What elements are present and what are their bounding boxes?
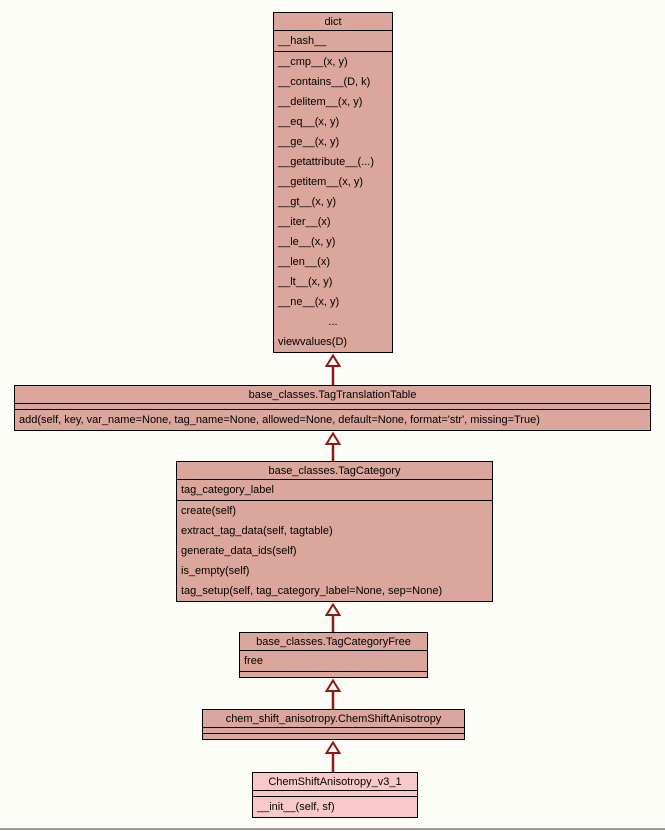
class-box-tag-category-free[interactable]: base_classes.TagCategoryFree free [239,632,428,678]
attribute-row: __hash__ [278,35,327,47]
method-row: __gt__(x, y) [278,196,337,208]
class-title: base_classes.TagCategory [177,462,492,480]
hollow-triangle-arrowhead [325,354,341,367]
class-box-tag-translation-table[interactable]: base_classes.TagTranslationTable add(sel… [14,385,651,431]
method-row: __cmp__(x, y) [278,56,348,68]
hollow-triangle-arrowhead [325,603,341,616]
inheritance-arrow [325,679,341,709]
method-row: add(self, key, var_name=None, tag_name=N… [19,414,540,426]
inheritance-arrow [325,354,341,385]
method-row: __init__(self, sf) [257,801,335,813]
attributes-compartment: free [240,651,427,672]
class-box-chem-shift-anisotropy[interactable]: chem_shift_anisotropy.ChemShiftAnisotrop… [202,709,465,740]
empty-attributes [253,791,417,796]
class-title: base_classes.TagTranslationTable [15,386,650,404]
ellipsis-row: ... [328,316,338,328]
inheritance-arrow [325,432,341,461]
method-row: __delitem__(x, y) [278,96,363,108]
attributes-compartment [253,791,417,797]
methods-compartment: create(self) extract_tag_data(self, tagt… [177,501,492,601]
method-row: tag_setup(self, tag_category_label=None,… [181,585,443,597]
attributes-compartment: __hash__ [274,31,392,52]
method-row: __ne__(x, y) [278,296,340,308]
hollow-triangle-arrowhead [325,741,341,754]
class-title: base_classes.TagCategoryFree [240,633,427,651]
method-row: __len__(x) [278,256,330,268]
class-box-chem-shift-anisotropy-v3-1[interactable]: ChemShiftAnisotropy_v3_1 __init__(self, … [252,772,418,818]
methods-compartment [203,734,464,739]
class-box-dict[interactable]: dict __hash__ __cmp__(x, y) __contains__… [273,12,393,353]
method-row: create(self) [181,505,237,517]
class-title: ChemShiftAnisotropy_v3_1 [253,773,417,791]
hollow-triangle-arrowhead [325,679,341,692]
empty-attributes [203,728,464,733]
methods-compartment: __cmp__(x, y) __contains__(D, k) __delit… [274,52,392,352]
inheritance-arrow [325,603,341,632]
methods-compartment: __init__(self, sf) [253,797,417,817]
attributes-compartment [203,728,464,734]
method-row: generate_data_ids(self) [181,545,297,557]
method-row: __getitem__(x, y) [278,176,363,188]
method-row: __iter__(x) [278,216,331,228]
method-row: is_empty(self) [181,565,250,577]
class-box-tag-category[interactable]: base_classes.TagCategory tag_category_la… [176,461,493,602]
hollow-triangle-arrowhead [325,432,341,445]
attribute-row: tag_category_label [181,484,274,496]
class-title: dict [274,13,392,31]
inheritance-arrow [325,741,341,772]
method-row: __contains__(D, k) [278,76,371,88]
attributes-compartment: tag_category_label [177,480,492,501]
class-title: chem_shift_anisotropy.ChemShiftAnisotrop… [203,710,464,728]
method-row: __le__(x, y) [278,236,336,248]
methods-compartment [240,672,427,677]
method-row: __lt__(x, y) [278,276,333,288]
empty-methods [203,734,464,739]
empty-attributes [15,404,650,409]
methods-compartment: add(self, key, var_name=None, tag_name=N… [15,410,650,430]
empty-methods [240,672,427,677]
attribute-row: free [244,655,263,667]
method-row: __ge__(x, y) [278,136,340,148]
method-row: viewvalues(D) [278,336,348,348]
method-row: __eq__(x, y) [278,116,340,128]
method-row: __getattribute__(...) [278,156,375,168]
method-row: extract_tag_data(self, tagtable) [181,525,333,537]
page-bottom-edge [0,828,665,830]
attributes-compartment [15,404,650,410]
